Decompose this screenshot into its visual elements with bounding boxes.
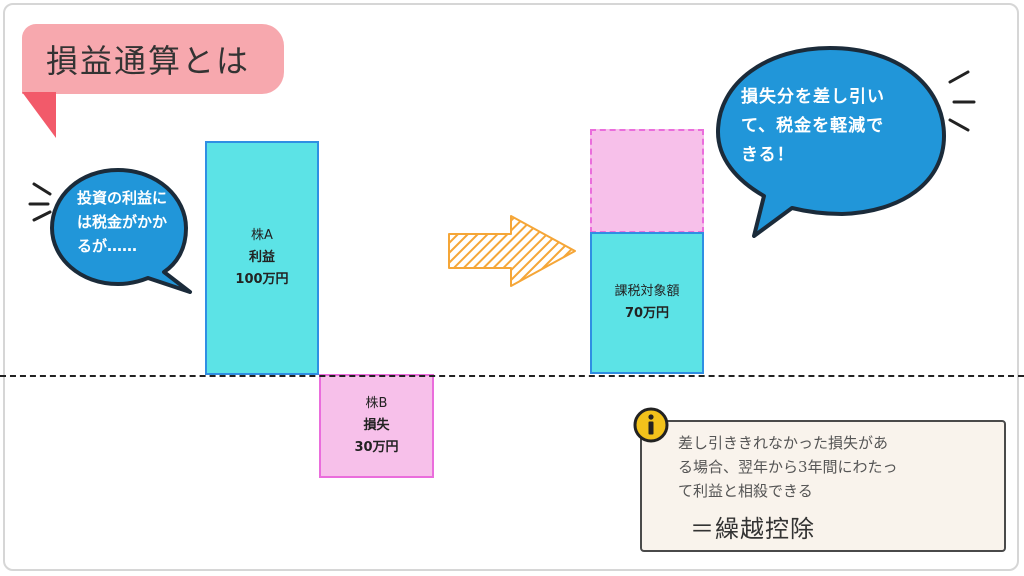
speech-bubble-right [716, 46, 946, 238]
title-badge-tail [22, 92, 56, 138]
info-line: て利益と相殺できる [678, 482, 813, 500]
bar-stock-a-profit: 株A 利益 100万円 [205, 141, 319, 375]
bubble-left-line: は税金がかか [77, 213, 168, 231]
speech-bubble-left [50, 168, 192, 294]
bubble-left-text: 投資の利益に は税金がかか るが…… [77, 186, 181, 258]
bar-stock-a-kind: 利益 [248, 250, 275, 265]
emphasis-marks-right [948, 70, 976, 132]
page-title: 損益通算とは [46, 42, 251, 80]
info-line: 差し引ききれなかった損失があ [678, 434, 889, 452]
bar-taxable-amount: 課税対象額 70万円 [590, 232, 704, 374]
bar-stock-b-kind: 損失 [363, 418, 390, 433]
info-line: る場合、翌年から3年間にわたっ [678, 458, 898, 476]
bubble-left-line: 投資の利益に [77, 189, 168, 207]
bar-stock-b-amount: 30万円 [354, 440, 399, 455]
title-badge: 損益通算とは [22, 24, 284, 94]
bubble-left-line: るが…… [77, 237, 138, 255]
emphasis-marks-left [28, 182, 52, 222]
bar-stock-b-loss: 株B 損失 30万円 [319, 374, 434, 478]
bar-taxable-name: 課税対象額 [614, 284, 680, 299]
bubble-right-line: きる！ [741, 145, 795, 165]
slide-frame [3, 3, 1019, 571]
bar-stock-b-name: 株B [365, 396, 388, 411]
info-text: 差し引ききれなかった損失があ る場合、翌年から3年間にわたっ て利益と相殺できる [678, 431, 996, 503]
bar-stock-a-name: 株A [251, 228, 273, 243]
bubble-right-line: て、税金を軽減で [741, 116, 885, 136]
bubble-right-line: 損失分を差し引い [741, 87, 885, 107]
right-arrow-icon [448, 215, 576, 287]
info-icon [633, 407, 669, 443]
bar-stock-a-amount: 100万円 [235, 272, 289, 287]
info-emphasis: ＝繰越控除 [690, 515, 815, 543]
bar-offset-loss [590, 129, 704, 233]
info-box [640, 420, 1006, 552]
zero-baseline [0, 375, 1024, 377]
bar-taxable-amount-value: 70万円 [624, 306, 670, 321]
bubble-right-text: 損失分を差し引い て、税金を軽減で きる！ [741, 83, 931, 170]
